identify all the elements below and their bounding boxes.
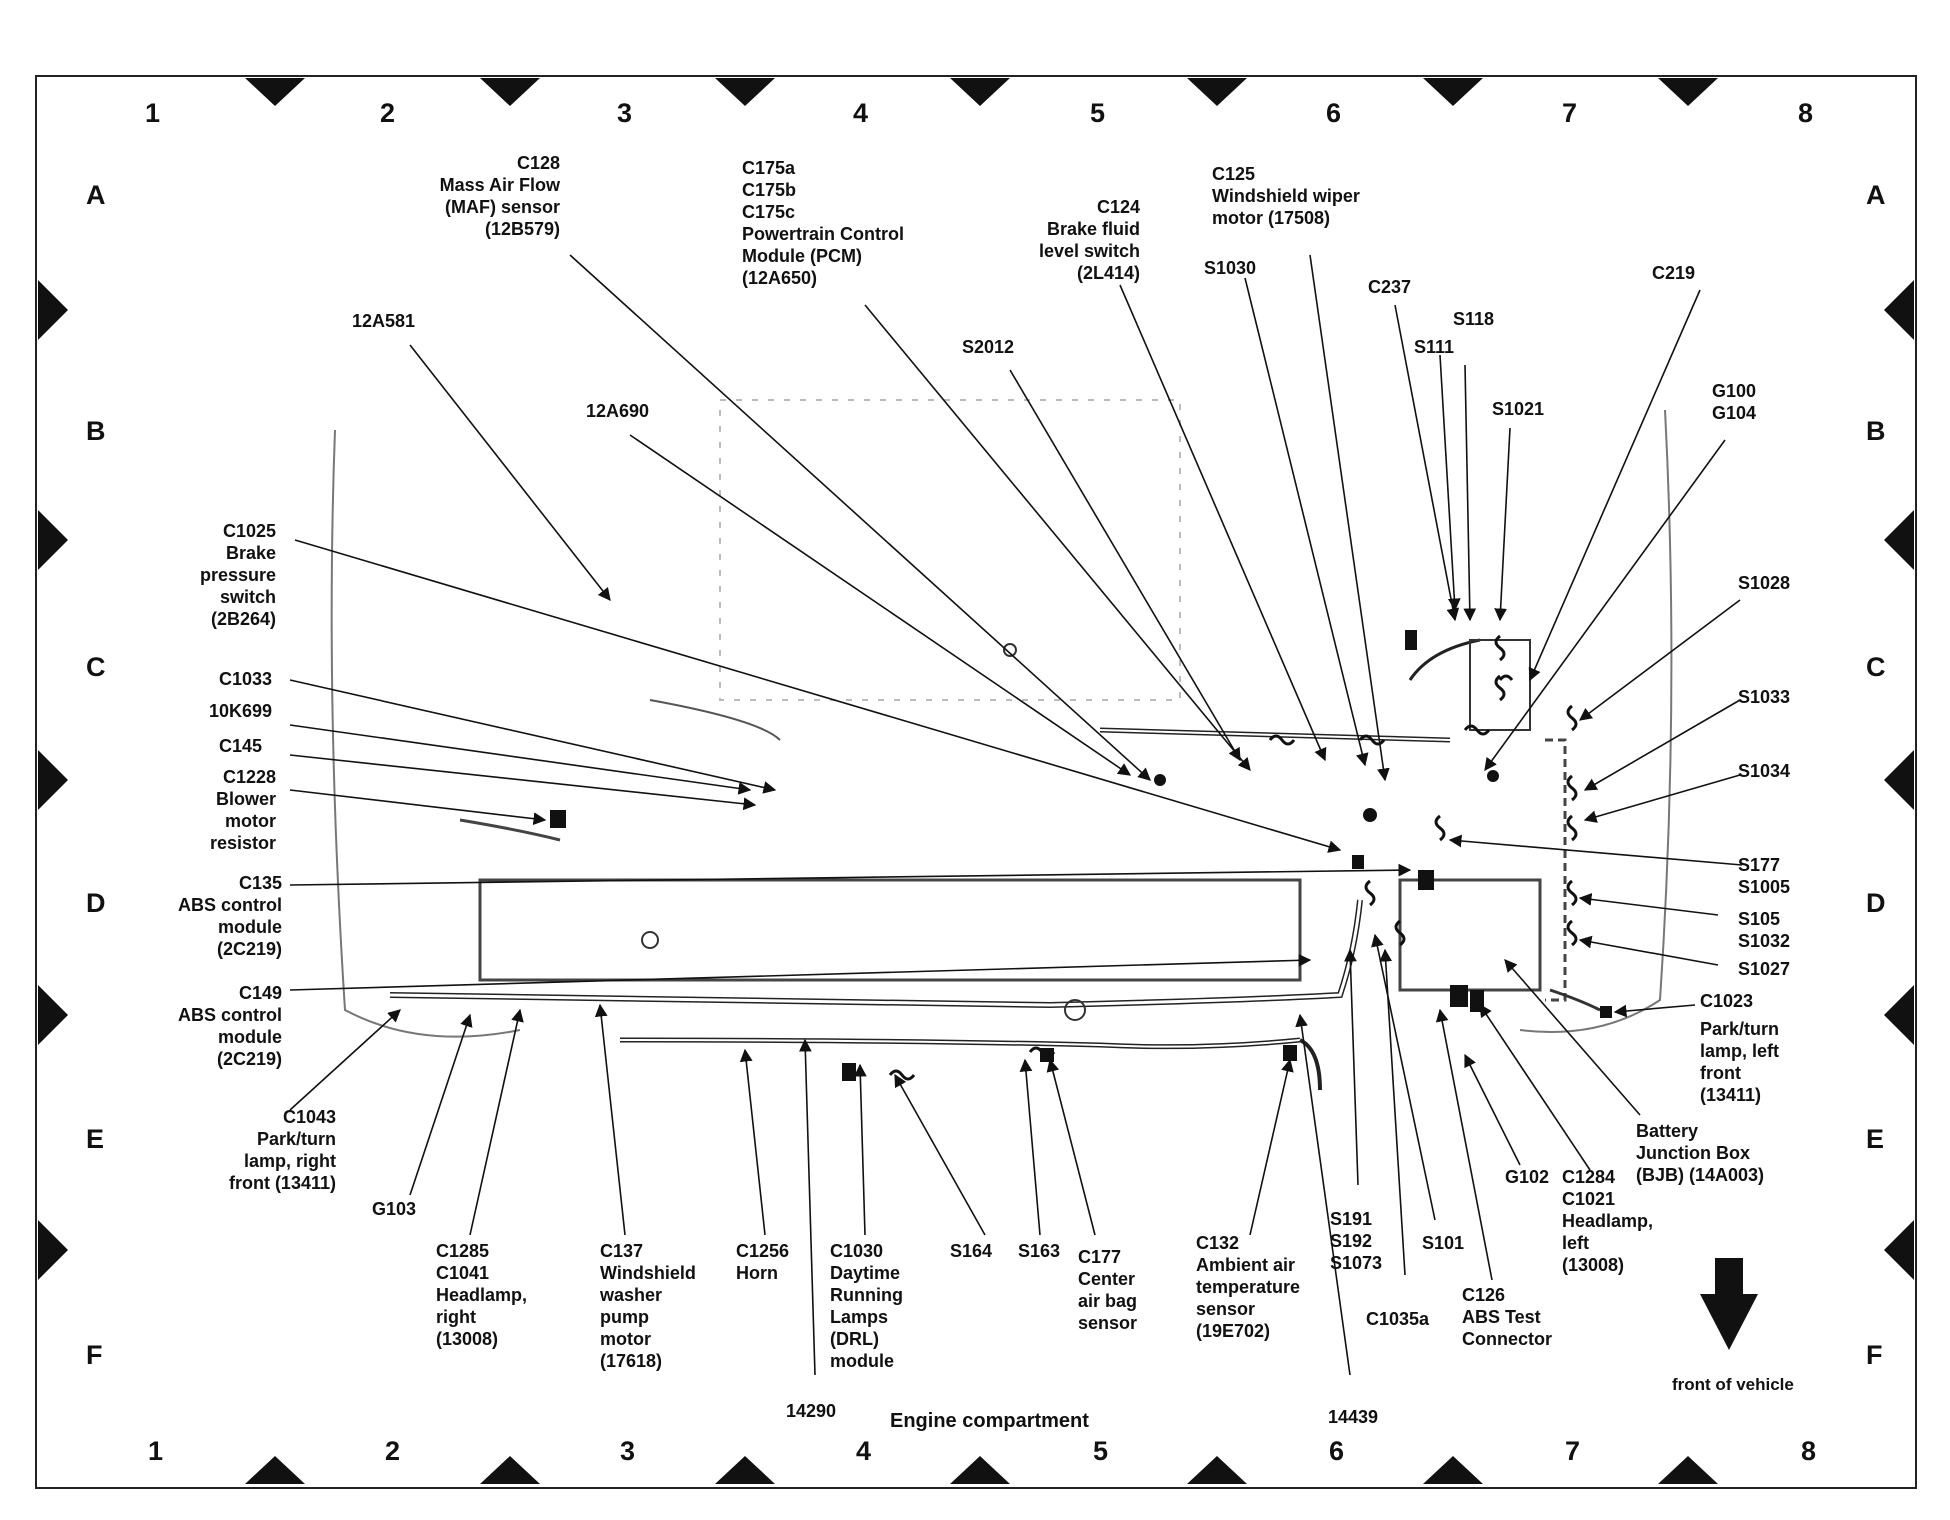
grid-bottom-6: 6 — [1329, 1436, 1345, 1466]
engine-compartment-sketch — [330, 399, 1673, 1091]
label-c219: C219 — [1652, 263, 1696, 283]
front-of-vehicle-label: front of vehicle — [1672, 1375, 1794, 1394]
label-12a690: 12A690 — [586, 401, 650, 421]
grid-top-8: 8 — [1798, 98, 1814, 128]
grid-bottom-4: 4 — [856, 1436, 872, 1466]
label-c1023: C1023 — [1700, 991, 1754, 1011]
left-grid-markers — [38, 280, 68, 1280]
grid-left-E: E — [86, 1124, 105, 1154]
grid-top-5: 5 — [1090, 98, 1106, 128]
label-g103: G103 — [372, 1199, 417, 1219]
label-14439: 14439 — [1328, 1407, 1379, 1427]
grid-left-C: C — [86, 652, 106, 682]
grid-right-B: B — [1866, 416, 1886, 446]
label-s1021: S1021 — [1492, 399, 1545, 419]
grid-left-A: A — [86, 180, 106, 210]
label-14290: 14290 — [786, 1401, 837, 1421]
diagram-title: Engine compartment — [890, 1410, 1089, 1432]
label-s1028: S1028 — [1738, 573, 1791, 593]
label-s118: S118 — [1453, 309, 1495, 329]
grid-bottom-2: 2 — [385, 1436, 401, 1466]
front-arrow-icon — [1700, 1258, 1758, 1350]
grid-right-F: F — [1866, 1340, 1883, 1370]
grid-top-6: 6 — [1326, 98, 1342, 128]
label-s163: S163 — [1018, 1241, 1061, 1261]
label-s2012: S2012 — [962, 337, 1015, 357]
label-s1030: S1030 — [1204, 258, 1257, 278]
grid-left-B: B — [86, 416, 106, 446]
grid-left-F: F — [86, 1340, 103, 1370]
label-g102: G102 — [1505, 1167, 1550, 1187]
grid-bottom-1: 1 — [148, 1436, 164, 1466]
grid-top-2: 2 — [380, 98, 396, 128]
grid-left-D: D — [86, 888, 106, 918]
label-10k699: 10K699 — [208, 701, 272, 721]
label-s1027: S1027 — [1738, 959, 1791, 979]
label-c1033: C1033 — [218, 669, 272, 689]
label-s101: S101 — [1422, 1233, 1465, 1253]
grid-bottom-5: 5 — [1093, 1436, 1109, 1466]
label-c1035a: C1035a — [1366, 1309, 1430, 1329]
bottom-grid-markers — [245, 1456, 1718, 1484]
grid-top-4: 4 — [853, 98, 869, 128]
label-s111: S111 — [1414, 337, 1455, 357]
grid-right-E: E — [1866, 1124, 1885, 1154]
grid-right-D: D — [1866, 888, 1886, 918]
label-c145: C145 — [218, 736, 262, 756]
grid-bottom-3: 3 — [620, 1436, 636, 1466]
grid-right-C: C — [1866, 652, 1886, 682]
grid-right-A: A — [1866, 180, 1886, 210]
leader-lines — [289, 254, 1743, 1376]
label-12a581: 12A581 — [352, 311, 416, 331]
label-s1033: S1033 — [1738, 687, 1791, 707]
grid-bottom-8: 8 — [1801, 1436, 1817, 1466]
right-grid-markers — [1884, 280, 1914, 1280]
grid-top-1: 1 — [145, 98, 161, 128]
grid-bottom-7: 7 — [1565, 1436, 1581, 1466]
grid-top-3: 3 — [617, 98, 633, 128]
diagram-frame — [35, 75, 1917, 1489]
label-c237: C237 — [1368, 277, 1412, 297]
label-s164: S164 — [950, 1241, 993, 1261]
label-s1034: S1034 — [1738, 761, 1791, 781]
splice-markers — [888, 634, 1578, 1081]
top-grid-markers — [245, 78, 1718, 106]
connector-markers — [550, 630, 1612, 1081]
grid-top-7: 7 — [1562, 98, 1578, 128]
